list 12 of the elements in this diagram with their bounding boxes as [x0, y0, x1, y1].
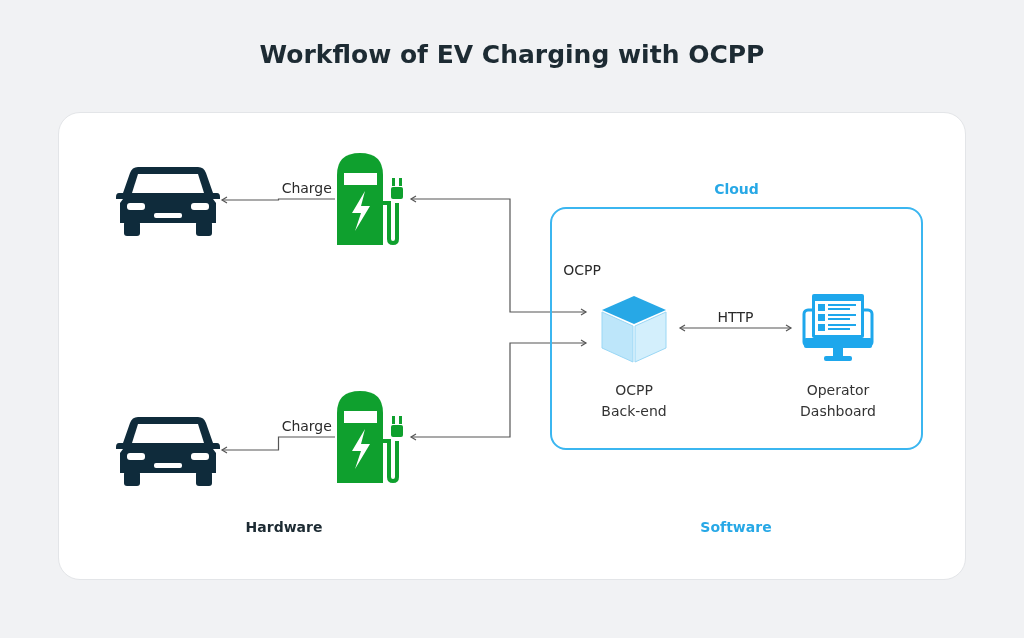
text-label: OCPP [563, 261, 601, 279]
arrow [221, 436, 336, 454]
arrow [221, 196, 336, 204]
arrow [410, 195, 587, 316]
node-label: OCPP Back-end [600, 381, 668, 421]
arrow [679, 324, 792, 332]
text-label: Hardware [245, 518, 323, 536]
diagram-title: Workflow of EV Charging with OCPP [258, 40, 766, 69]
group-title: Cloud [713, 180, 760, 198]
arrow [410, 339, 587, 441]
text-label: Software [700, 518, 772, 536]
node-label: Operator Dashboard [800, 381, 876, 421]
